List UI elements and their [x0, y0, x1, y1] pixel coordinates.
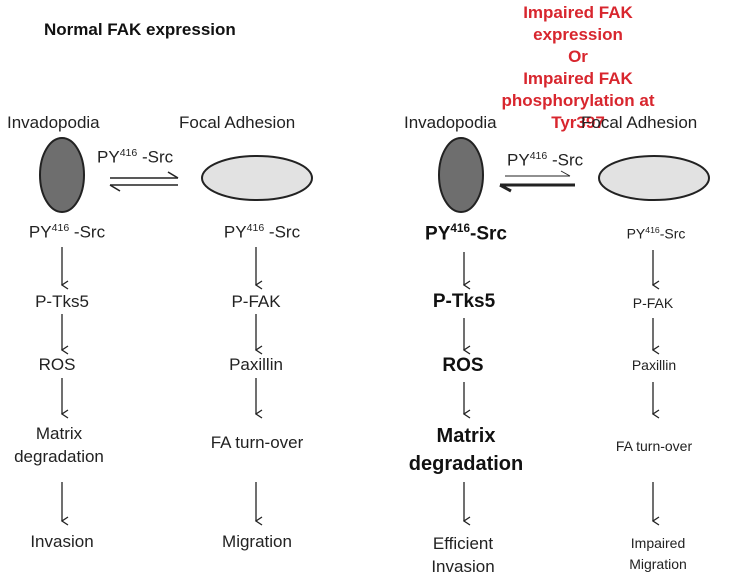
fa-left-pfak: P-FAK: [231, 292, 281, 311]
inv-right-src: PY416-Src: [425, 222, 507, 245]
inv-left-invasion: Invasion: [30, 532, 94, 551]
chain-arrows: [62, 247, 653, 521]
inv-left-src: PY416 -Src: [28, 222, 106, 242]
invadopodia-ellipse-left: [39, 137, 85, 213]
inv-right-invasion: Efficient Invasion: [431, 534, 495, 576]
fa-right-src: PY416-Src: [626, 225, 686, 242]
fa-left-paxillin: Paxillin: [229, 355, 283, 374]
fa-left-migration: Migration: [222, 532, 292, 551]
invadopodia-label-right: Invadopodia: [404, 113, 497, 132]
fa-right-paxillin: Paxillin: [631, 357, 677, 373]
inv-right-tks5: P-Tks5: [432, 291, 496, 312]
equilibrium-arrows-right: [499, 170, 575, 193]
fa-right-pfak: P-FAK: [632, 295, 674, 311]
fa-right-turnover: FA turn-over: [615, 438, 693, 454]
fa-left-src: PY416 -Src: [223, 222, 301, 242]
inv-right-ros: ROS: [442, 355, 484, 376]
inv-left-ros: ROS: [38, 355, 76, 374]
focal-adhesion-label-left: Focal Adhesion: [179, 113, 296, 132]
focal-adhesion-label-right: Focal Adhesion: [581, 113, 698, 132]
inv-left-matrix: Matrix degradation: [14, 424, 104, 466]
exchange-label-left: PY416 -Src: [97, 147, 174, 167]
left-panel-header: Normal FAK expression: [44, 20, 236, 39]
focal-adhesion-ellipse-left: [201, 155, 313, 201]
right-panel-header: Impaired FAK expression Or Impaired FAK …: [501, 3, 655, 132]
inv-left-tks5: P-Tks5: [35, 292, 89, 311]
focal-adhesion-ellipse-right: [598, 155, 710, 201]
invadopodia-label-left: Invadopodia: [7, 113, 100, 132]
fa-left-turnover: FA turn-over: [210, 433, 304, 452]
equilibrium-arrows-left: [109, 171, 179, 192]
inv-right-matrix: Matrix degradation: [408, 425, 524, 475]
exchange-label-right: PY416 -Src: [507, 150, 584, 170]
invadopodia-ellipse-right: [438, 137, 484, 213]
fa-right-migration: Impaired Migration: [629, 535, 687, 572]
